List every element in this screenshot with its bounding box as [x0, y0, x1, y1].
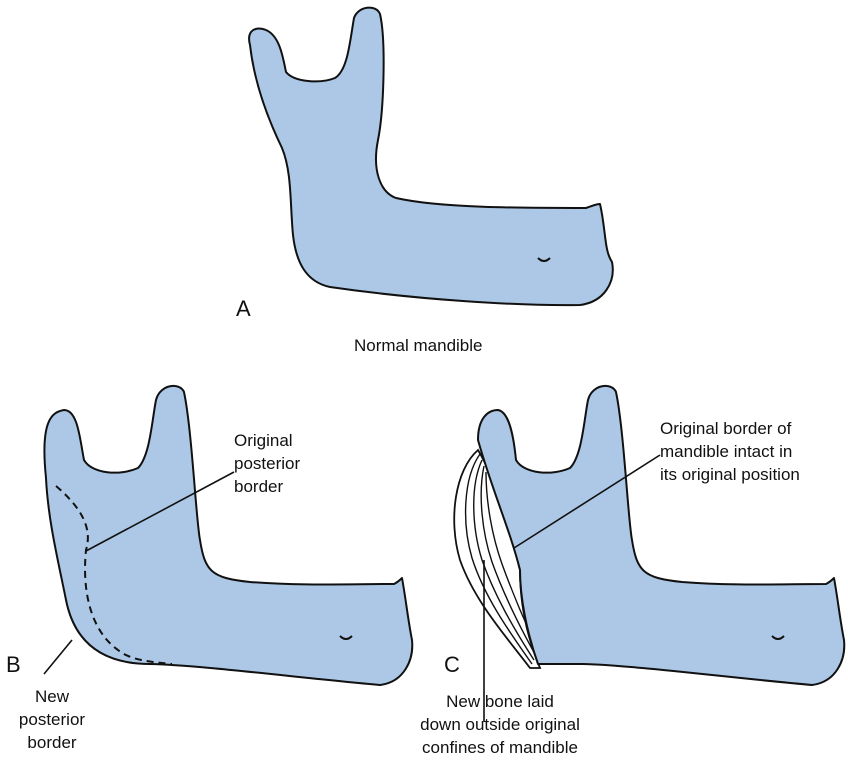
label-new-posterior-border-line-2: posterior — [19, 710, 85, 729]
label-original-posterior-border-line-2: posterior — [234, 454, 300, 473]
label-new-bone-line-2: down outside original — [420, 715, 580, 734]
panel-a-caption: Normal mandible — [354, 336, 483, 355]
panel-c: C Original border of mandible intact in … — [420, 386, 844, 757]
panel-a: A Normal mandible — [236, 8, 613, 355]
label-new-bone-line-1: New bone laid — [446, 692, 554, 711]
panel-c-letter: C — [444, 652, 460, 677]
panel-b-letter: B — [6, 652, 21, 677]
label-new-posterior-border-line-1: New — [35, 687, 70, 706]
label-original-border-line-1: Original border of — [660, 419, 792, 438]
normal-mandible-shape — [249, 8, 613, 306]
label-original-border-line-3: its original position — [660, 465, 800, 484]
label-new-posterior-border-line-3: border — [27, 733, 76, 752]
remodeled-mandible-shape — [44, 386, 412, 685]
panel-a-letter: A — [236, 296, 251, 321]
label-original-posterior-border-line-3: border — [234, 477, 283, 496]
leader-new-posterior-border — [44, 640, 72, 674]
label-original-border-line-2: mandible intact in — [660, 442, 792, 461]
label-new-bone-line-3: confines of mandible — [422, 738, 578, 757]
panel-b: B Original posterior border New posterio… — [6, 386, 412, 752]
label-original-posterior-border-line-1: Original — [234, 431, 293, 450]
